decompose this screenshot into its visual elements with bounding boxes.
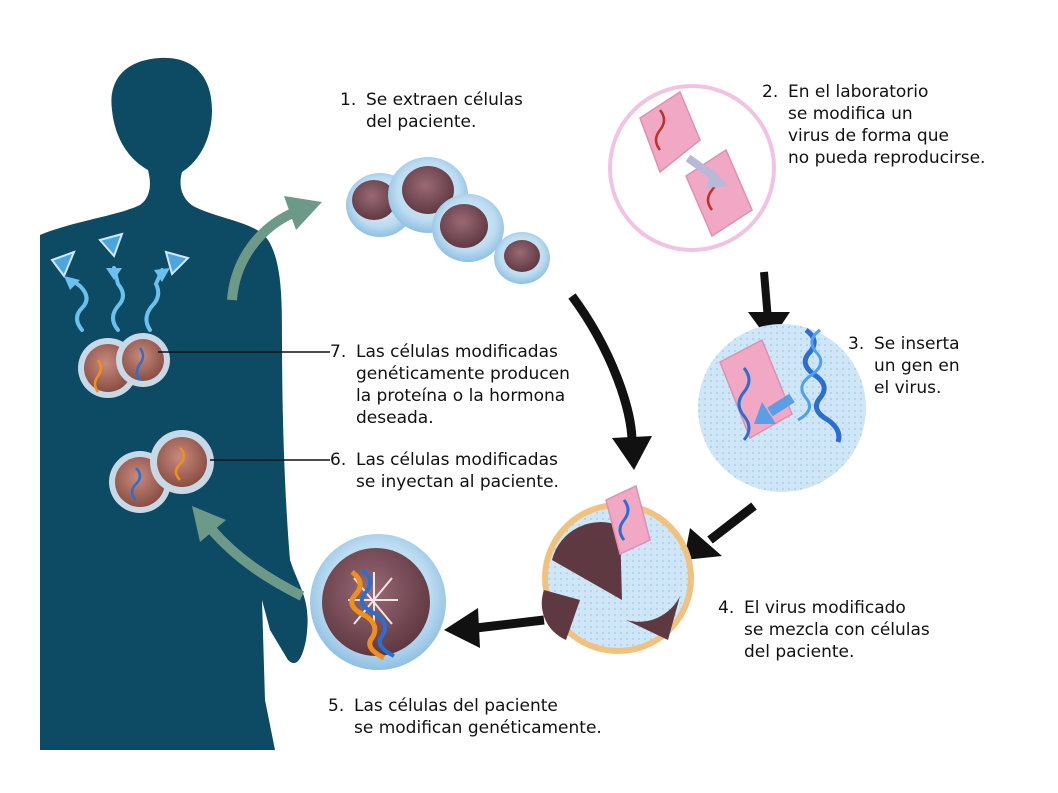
body-cells-bottom — [109, 430, 214, 513]
step-3-label: 3.Se inserta un gen en el virus. — [848, 334, 960, 398]
arrow-4-to-5 — [475, 615, 545, 633]
arrow-inject — [208, 526, 305, 601]
step-7-label: 7.Las células modificadas genéticamente … — [330, 342, 570, 428]
step-2-label: 2.En el laboratorio se modifica un virus… — [762, 82, 986, 168]
virus-circle — [608, 84, 776, 252]
arrow-extract-head — [284, 196, 322, 230]
body-cells-top — [78, 333, 170, 398]
arrow-inject-head — [192, 506, 226, 542]
step-1-label: 1.Se extraen células del paciente. — [340, 90, 523, 132]
gene-insertion-circle — [698, 324, 866, 492]
step-4-label: 4.El virus modificado se mezcla con célu… — [718, 598, 930, 662]
step-6-label: 6.Las células modificadas se inyectan al… — [330, 450, 559, 492]
mixing-cells — [541, 484, 694, 654]
step-5-label: 5.Las células del paciente se modifican … — [328, 696, 602, 738]
arrow-1-to-4 — [568, 293, 637, 443]
protein-squiggles — [70, 266, 164, 332]
arrow-extract — [227, 205, 302, 301]
human-silhouette — [40, 57, 308, 751]
arrow-3-to-4 — [707, 502, 757, 544]
squiggle-arrowheads — [64, 268, 170, 290]
extracted-cells — [346, 157, 550, 284]
modified-cell — [310, 534, 446, 670]
protein-triangles — [50, 232, 190, 278]
